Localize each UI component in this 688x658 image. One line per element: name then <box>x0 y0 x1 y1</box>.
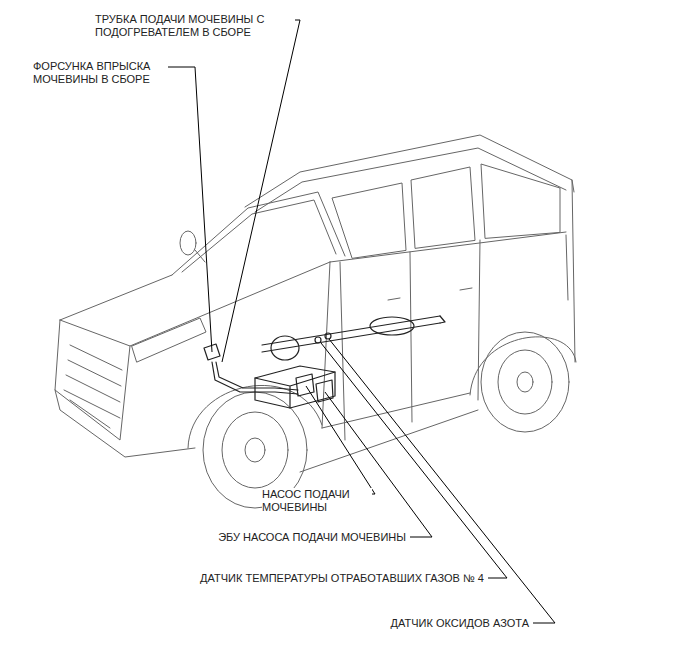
part-label: ДАТЧИК ТЕМПЕРАТУРЫ ОТРАБОТАВШИХ ГАЗОВ № … <box>200 572 484 585</box>
part-label: ЭБУ НАСОСА ПОДАЧИ МОЧЕВИНЫ <box>218 531 406 544</box>
part-label: ФОРСУНКА ВПРЫСКА МОЧЕВИНЫ В СБОРЕ <box>33 60 168 86</box>
part-label: ТРУБКА ПОДАЧИ МОЧЕВИНЫ С ПОДОГРЕВАТЕЛЕМ … <box>95 13 295 39</box>
part-label: ДАТЧИК ОКСИДОВ АЗОТА <box>391 617 529 630</box>
part-label: НАСОС ПОДАЧИ МОЧЕВИНЫ <box>262 488 372 514</box>
